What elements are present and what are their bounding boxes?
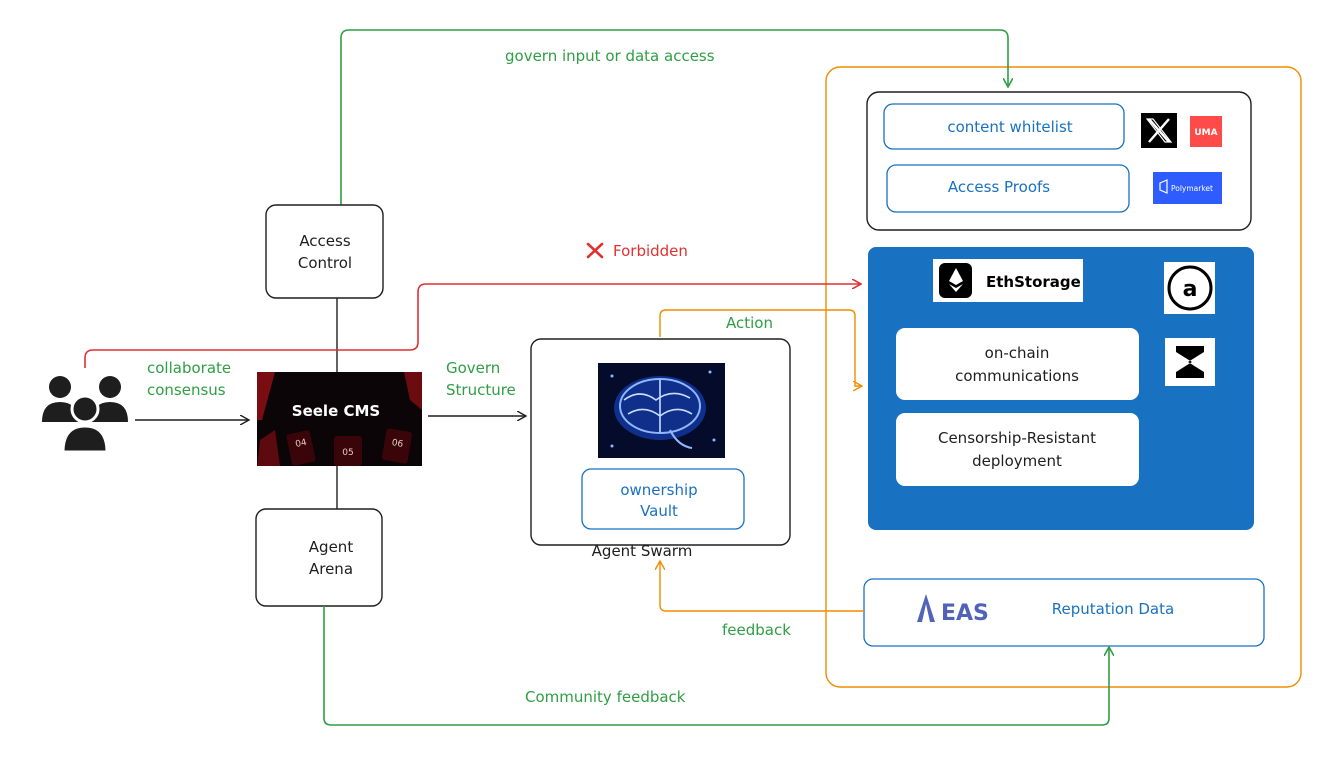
forbidden-cross-icon: [586, 242, 604, 259]
reputation-label: Reputation Data: [1052, 600, 1174, 618]
edge-label-collaborate: collaborate: [147, 359, 231, 377]
edge-govern-input: [340, 29, 1008, 205]
eas-logo-icon: EAS: [917, 594, 989, 626]
brain-icon: [598, 363, 725, 458]
svg-text:04: 04: [295, 438, 309, 450]
agent-arena-label-1: Agent: [309, 538, 354, 556]
uma-logo-icon: UMA: [1190, 116, 1222, 147]
svg-text:a: a: [1183, 277, 1198, 302]
onchain-label-2: communications: [955, 367, 1079, 385]
censorship-label-1: Censorship-Resistant: [938, 429, 1096, 447]
edge-forbidden: [84, 284, 860, 368]
users-group-icon: [42, 376, 128, 454]
content-whitelist-label: content whitelist: [947, 118, 1072, 136]
zero-gravity-logo-icon: [1165, 338, 1215, 386]
edge-label-action: Action: [726, 314, 773, 332]
arweave-logo-icon: a: [1164, 262, 1215, 314]
edge-label-forbidden: Forbidden: [613, 242, 688, 260]
seele-cms-node: 04 05 06 Seele CMS: [257, 372, 422, 466]
censorship-label-2: deployment: [972, 452, 1062, 470]
svg-text:06: 06: [391, 438, 404, 450]
edge-action: [659, 309, 861, 386]
access-control-box: [265, 204, 384, 299]
svg-text:UMA: UMA: [1194, 128, 1217, 138]
ownership-vault-pill: [581, 468, 745, 530]
ethstorage-logo-icon: EthStorage: [933, 259, 1083, 302]
edge-label-structure: Structure: [446, 381, 516, 399]
agent-arena-label-2: Arena: [309, 560, 353, 578]
ownership-vault-label-2: Vault: [640, 502, 678, 520]
seele-cms-label: Seele CMS: [292, 402, 380, 420]
polymarket-logo-icon: Polymarket: [1153, 172, 1222, 204]
edge-feedback: [660, 562, 864, 612]
access-control-label-1: Access: [299, 232, 351, 250]
access-proofs-label: Access Proofs: [948, 178, 1050, 196]
agent-arena-box: [255, 508, 383, 607]
edge-label-govern-input: govern input or data access: [505, 47, 715, 65]
censorship-box: [896, 413, 1139, 486]
x-logo-icon: [1141, 113, 1177, 148]
edge-community-feedback: [323, 606, 1109, 726]
onchain-label-1: on-chain: [985, 344, 1050, 362]
edge-label-consensus: consensus: [147, 381, 226, 399]
ownership-vault-label-1: ownership: [620, 481, 697, 499]
access-control-label-2: Control: [298, 254, 352, 272]
infra-container: [825, 66, 1302, 688]
content-whitelist-pill: [883, 103, 1125, 150]
svg-text:Polymarket: Polymarket: [1171, 184, 1213, 193]
svg-text:05: 05: [342, 448, 353, 458]
edge-label-govern: Govern: [446, 359, 500, 377]
access-proofs-pill: [886, 164, 1130, 213]
svg-text:EthStorage: EthStorage: [986, 273, 1081, 291]
edge-label-feedback: feedback: [722, 621, 791, 639]
onchain-comm-box: [896, 328, 1139, 400]
edge-label-community-feedback: Community feedback: [525, 688, 686, 706]
reputation-box: [863, 578, 1265, 647]
agent-swarm-label: Agent Swarm: [592, 542, 693, 560]
svg-text:EAS: EAS: [941, 601, 989, 626]
